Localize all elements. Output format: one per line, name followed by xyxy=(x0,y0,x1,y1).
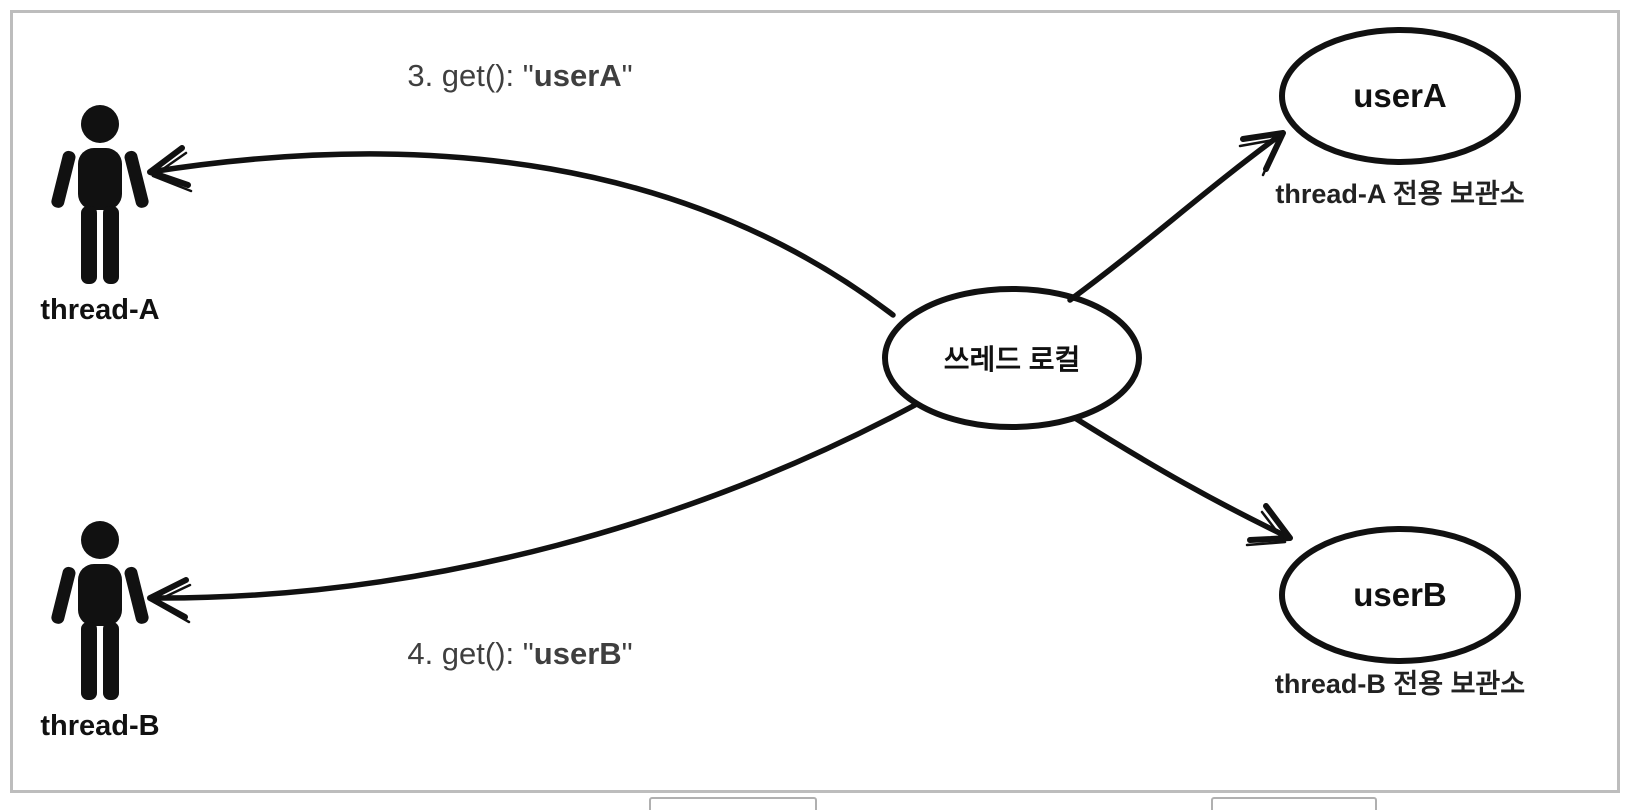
usera-node-label: userA xyxy=(1353,77,1447,114)
call-label-prefix: 4. get(): " xyxy=(407,636,534,671)
thread-local-node xyxy=(882,286,1142,430)
arrow-threadlocal-to-userb xyxy=(1072,415,1293,547)
usera-store-caption: thread-A 전용 보관소 xyxy=(1275,179,1525,209)
arrow-threadlocal-to-usera xyxy=(1067,130,1286,303)
call-label-value: userA xyxy=(533,58,622,93)
person-icon-thread-a xyxy=(50,105,150,284)
call-label-get-userb: 4. get(): "userB" xyxy=(407,636,632,672)
userb-store-node xyxy=(1279,526,1521,664)
cropped-button-right[interactable] xyxy=(1211,797,1377,810)
usera-store-node xyxy=(1279,27,1521,165)
cropped-button-left[interactable] xyxy=(649,797,817,810)
actor-label-thread-a: thread-A xyxy=(40,294,160,326)
arrow-threadlocal-to-thread-a xyxy=(147,145,896,318)
call-label-prefix: 3. get(): " xyxy=(407,58,534,93)
call-label-suffix: " xyxy=(621,58,633,93)
person-icon-thread-b xyxy=(50,521,150,700)
call-label-suffix: " xyxy=(621,636,633,671)
userb-node-label: userB xyxy=(1353,576,1447,613)
thread-local-node-label: 쓰레드 로컬 xyxy=(943,344,1081,375)
arrow-threadlocal-to-thread-b xyxy=(147,402,918,624)
call-label-get-usera: 3. get(): "userA" xyxy=(407,58,632,94)
call-label-value: userB xyxy=(533,636,622,671)
actor-label-thread-b: thread-B xyxy=(40,710,160,742)
userb-store-caption: thread-B 전용 보관소 xyxy=(1274,669,1526,699)
